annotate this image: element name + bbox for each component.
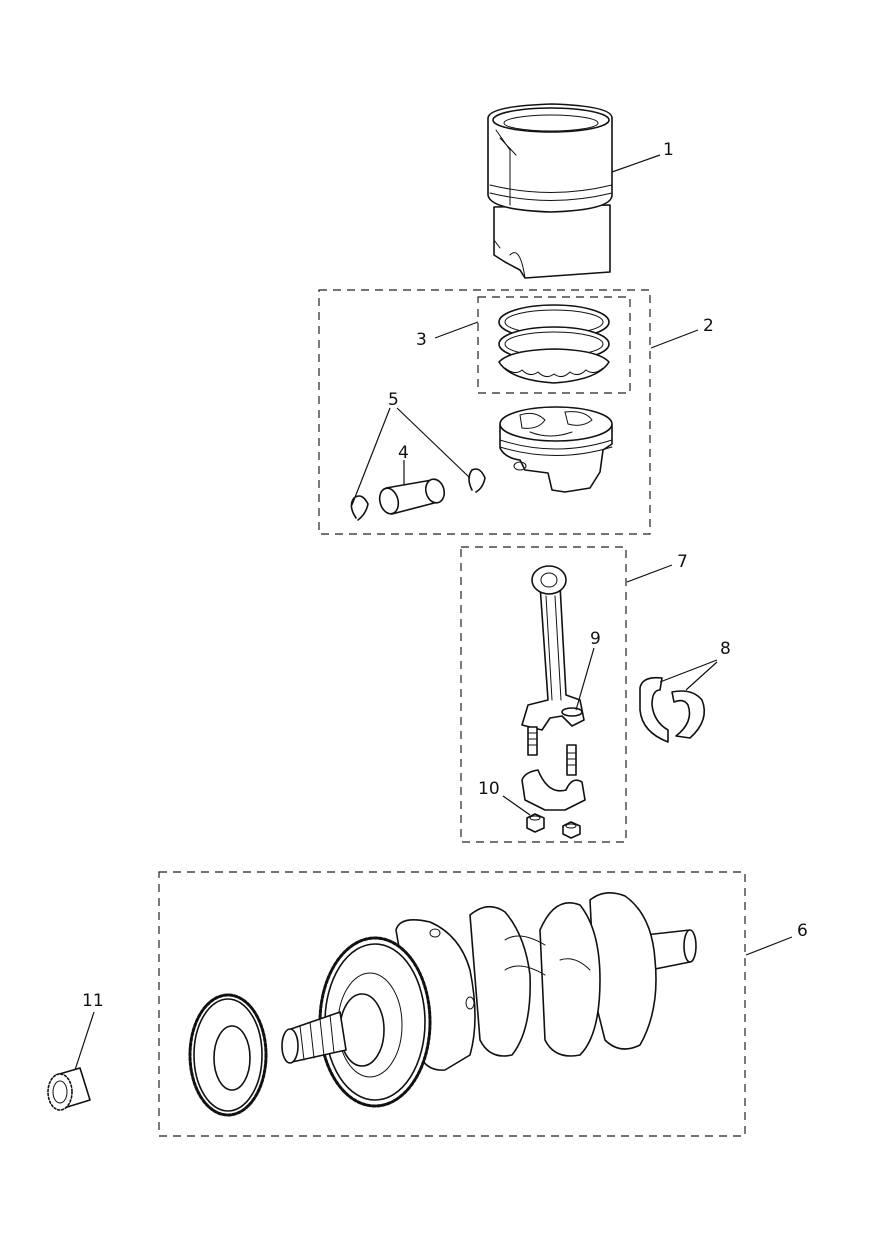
connecting-rod-icon[interactable]	[521, 565, 585, 731]
big-end-shells-icon[interactable]	[639, 676, 706, 743]
sprocket-bearing-icon[interactable]	[47, 1067, 91, 1111]
big-end-nut-icon[interactable]	[526, 813, 581, 839]
crank-gear-icon[interactable]	[318, 936, 432, 1108]
cylinder-liner-icon[interactable]	[487, 103, 613, 279]
piston-rings-icon[interactable]	[498, 304, 610, 384]
callout-10: 10	[478, 779, 500, 799]
callout-2: 2	[703, 316, 714, 336]
connecting-rod-group	[460, 546, 627, 843]
balancer-gear-icon[interactable]	[188, 993, 268, 1117]
circlip-right-icon[interactable]	[468, 468, 486, 493]
callout-7: 7	[677, 552, 688, 572]
callout-5: 5	[388, 390, 399, 410]
crank-front-shaft-icon[interactable]	[281, 1011, 347, 1064]
crankshaft-group	[158, 871, 746, 1137]
callout-8: 8	[720, 639, 731, 659]
big-end-cap-icon[interactable]	[521, 769, 586, 811]
callout-4: 4	[398, 443, 409, 463]
callout-9: 9	[590, 629, 601, 649]
big-end-bolt-icon[interactable]	[527, 726, 577, 776]
callout-6: 6	[797, 921, 808, 941]
piston-rings-group	[477, 296, 631, 394]
callout-11: 11	[82, 991, 104, 1011]
piston-assembly-group	[318, 289, 651, 535]
callout-1: 1	[663, 140, 674, 160]
circlip-left-icon[interactable]	[350, 495, 369, 521]
crankshaft-icon[interactable]	[395, 892, 697, 1071]
callout-3: 3	[416, 330, 427, 350]
gudgeon-pin-icon[interactable]	[377, 477, 447, 516]
piston-icon[interactable]	[499, 406, 613, 493]
